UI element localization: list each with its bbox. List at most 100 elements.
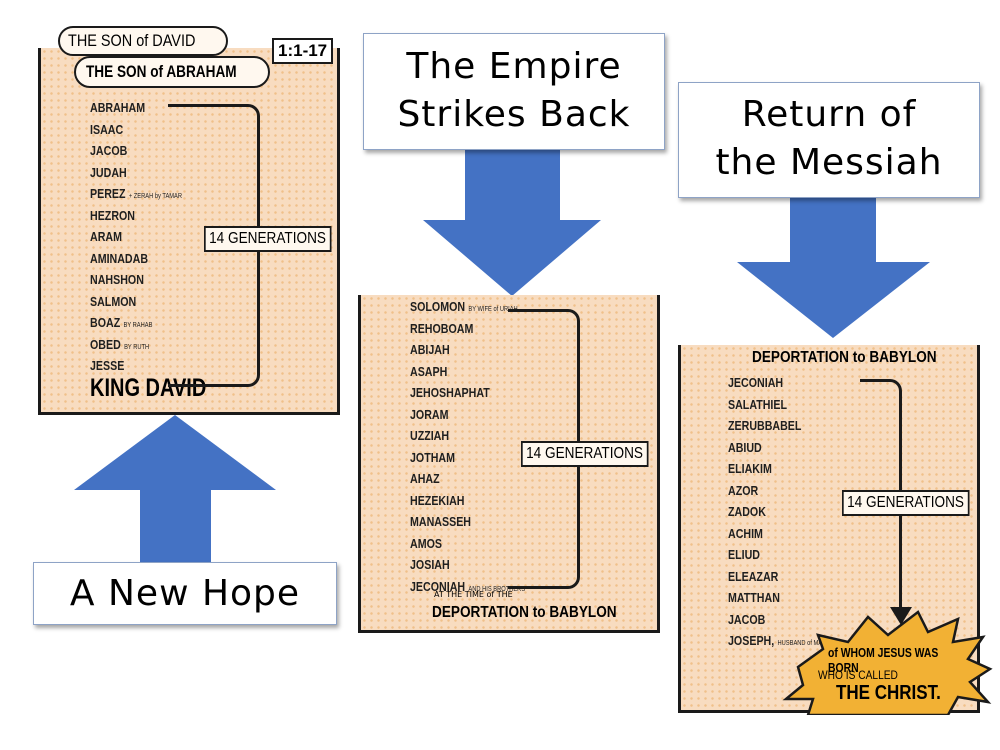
list-item: SALMON: [90, 294, 182, 316]
person-name: JESSE: [90, 358, 125, 373]
person-name: ARAM: [90, 229, 122, 244]
burst-line-3: THE CHRIST.: [836, 682, 941, 704]
generations-label: 14 GENERATIONS: [204, 226, 332, 252]
person-name: SOLOMON: [410, 299, 466, 314]
person-name: JUDAH: [90, 164, 127, 180]
burst-line-1: of WHOM JESUS WAS BORN: [828, 645, 939, 675]
list-item: HEZEKIAH: [410, 493, 525, 515]
person-name: SALMON: [90, 293, 137, 309]
final-name: KING DAVID: [90, 374, 207, 402]
title-line-1: The Empire: [406, 46, 622, 87]
person-name: JACOB: [728, 611, 766, 627]
heading-son-of-david: THE SON of DAVID: [68, 31, 196, 50]
person-name: ELIUD: [728, 547, 760, 562]
starburst-icon: [782, 610, 993, 715]
list-item: AZOR: [728, 483, 830, 505]
person-name: ABRAHAM: [90, 100, 146, 115]
footer-line-2: DEPORTATION to BABYLON: [432, 604, 617, 621]
list-item: JESSE: [90, 358, 182, 380]
person-note: + ZERAH by TAMAR: [128, 193, 183, 200]
person-name: REHOBOAM: [410, 320, 474, 336]
list-item: JACOB: [90, 143, 182, 165]
list-item: NAHSHON: [90, 272, 182, 294]
person-name: NAHSHON: [90, 272, 144, 287]
person-name: HEZRON: [90, 207, 136, 223]
person-note: BY RAHAB: [123, 322, 153, 329]
list-item: JUDAH: [90, 165, 182, 187]
list-item: ZADOK: [728, 504, 830, 526]
person-name: JOTHAM: [410, 449, 456, 465]
person-note: BY RUTH: [124, 343, 150, 351]
list-item: ASAPH: [410, 364, 525, 386]
person-name: ASAPH: [410, 363, 448, 379]
person-name: ZADOK: [728, 504, 766, 519]
person-name: AMINADAB: [90, 250, 149, 266]
person-name: ZERUBBABEL: [728, 418, 802, 433]
list-item: AMOS: [410, 536, 525, 558]
person-name: SALATHIEL: [728, 396, 788, 412]
person-name: UZZIAH: [410, 428, 450, 443]
list-item: AHAZ: [410, 471, 525, 493]
up-arrow-shape: [74, 415, 276, 563]
person-name: OBED: [90, 336, 121, 352]
list-item: JOSEPH,HUSBAND of MARY: [728, 633, 830, 655]
list-item: ARAM: [90, 229, 182, 251]
person-name: ISAAC: [90, 121, 124, 137]
person-note: HUSBAND of MARY: [777, 640, 831, 647]
list-item: JACOB: [728, 612, 830, 634]
list-item: ELEAZAR: [728, 569, 830, 591]
generations-label: 14 GENERATIONS: [842, 490, 970, 516]
person-name: JEHOSHAPHAT: [410, 385, 490, 400]
person-name: BOAZ: [90, 315, 121, 330]
down-arrow-middle-shape: [423, 150, 601, 296]
person-name: PEREZ: [90, 186, 126, 201]
heading-bubble-2: [74, 56, 270, 88]
person-note: AND HIS BROTHERS: [468, 585, 526, 593]
person-name: AHAZ: [410, 471, 440, 486]
title-a-new-hope: A New Hope: [33, 562, 337, 625]
heading-son-of-abraham: THE SON of ABRAHAM: [86, 62, 237, 81]
list-item: ABRAHAM: [90, 100, 182, 122]
list-item: ELIUD: [728, 547, 830, 569]
list-item: ZERUBBABEL: [728, 418, 830, 440]
person-name: JORAM: [410, 406, 449, 422]
list-item: MANASSEH: [410, 514, 525, 536]
list-item: ELIAKIM: [728, 461, 830, 483]
list-item: UZZIAH: [410, 428, 525, 450]
down-arrow-right-shape: [737, 198, 930, 338]
footer-line-1: AT THE TIME of THE: [434, 590, 513, 599]
title-return-of-the-messiah: Return of the Messiah: [678, 82, 980, 198]
title-line-1: Return of: [741, 94, 917, 135]
panel-heading: DEPORTATION to BABYLON: [752, 349, 937, 366]
list-item: PEREZ+ ZERAH by TAMAR: [90, 186, 182, 208]
person-name: JECONIAH: [410, 578, 466, 594]
person-name: ABIJAH: [410, 342, 450, 357]
person-name: ABIUD: [728, 439, 762, 455]
person-name: JOSEPH,: [728, 633, 775, 648]
title-line-2: Strikes Back: [397, 94, 631, 135]
genealogy-panel-3: DEPORTATION to BABYLON JECONIAH SALATHIEL…: [678, 345, 1000, 715]
list-item: SALATHIEL: [728, 397, 830, 419]
reference-label: 1:1-17: [272, 38, 334, 64]
list-item: AMINADAB: [90, 251, 182, 273]
person-name: ELIAKIM: [728, 461, 772, 476]
person-name: AMOS: [410, 535, 442, 551]
arrow-line: [860, 379, 902, 419]
person-name: JACOB: [90, 143, 128, 158]
list-item: JEHOSHAPHAT: [410, 385, 525, 407]
list-item: JOTHAM: [410, 450, 525, 472]
generations-label: 14 GENERATIONS: [521, 441, 649, 467]
list-item: ABIUD: [728, 440, 830, 462]
name-list: JECONIAH SALATHIEL ZERUBBABEL ABIUD ELIAKIM A…: [728, 375, 852, 655]
person-name: JECONIAH: [728, 375, 784, 390]
list-item: ABIJAH: [410, 342, 525, 364]
person-name: JOSIAH: [410, 557, 450, 572]
person-name: MATTHAN: [728, 590, 780, 605]
person-name: ELEAZAR: [728, 568, 779, 584]
list-item: MATTHAN: [728, 590, 830, 612]
